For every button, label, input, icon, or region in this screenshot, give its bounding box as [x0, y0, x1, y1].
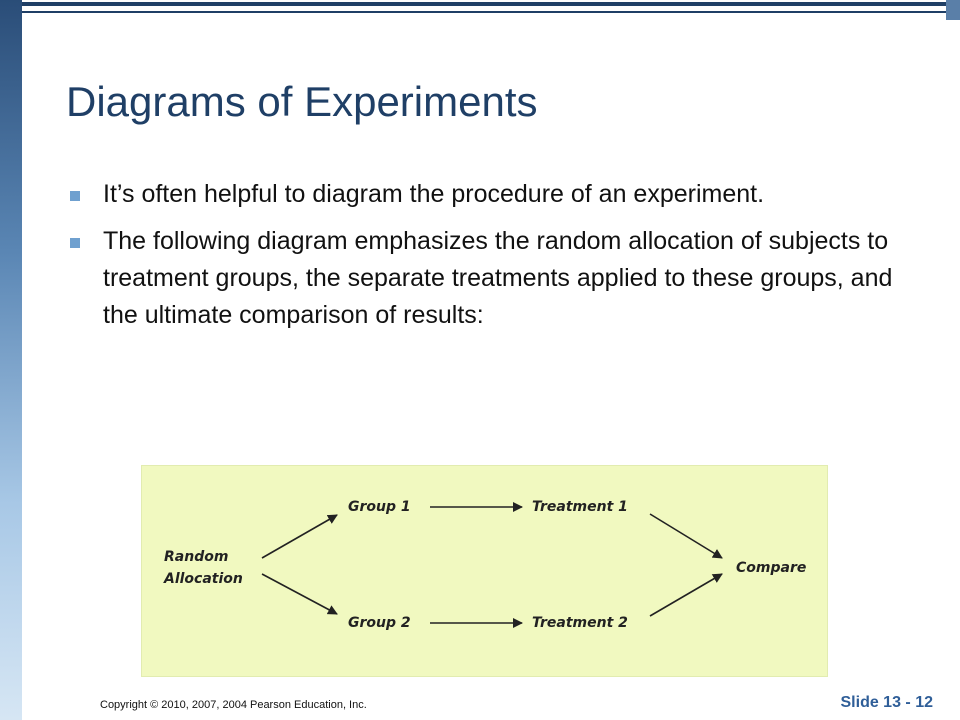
random-label: Random	[164, 549, 228, 565]
treatment1-label: Treatment 1	[532, 499, 628, 515]
arrow-to-group2	[261, 573, 338, 615]
arrow-to-group1	[261, 514, 338, 559]
bullet-item: It’s often helpful to diagram the proced…	[70, 176, 930, 213]
bullet-square-icon	[70, 191, 80, 201]
treatment2-label: Treatment 2	[532, 615, 628, 631]
slide-number: Slide 13 - 12	[840, 694, 934, 711]
bullet-list: It’s often helpful to diagram the proced…	[70, 176, 930, 344]
top-line-thick	[22, 2, 960, 6]
arrow-treatment2-to-compare	[649, 573, 723, 617]
top-line-thin	[22, 11, 960, 13]
slide-title: Diagrams of Experiments	[66, 78, 538, 125]
top-decoration-lines	[22, 0, 960, 22]
experiment-diagram: Random Allocation Group 1 Group 2 Treatm…	[141, 465, 828, 677]
copyright-text: Copyright © 2010, 2007, 2004 Pearson Edu…	[100, 699, 367, 711]
top-corner-block	[946, 0, 960, 20]
left-decoration-bar	[0, 0, 22, 720]
group2-label: Group 2	[348, 615, 411, 631]
group1-label: Group 1	[348, 499, 411, 515]
allocation-label: Allocation	[163, 571, 243, 587]
diagram-svg: Random Allocation Group 1 Group 2 Treatm…	[163, 499, 806, 631]
bullet-item: The following diagram emphasizes the ran…	[70, 223, 930, 334]
arrow-treatment1-to-compare	[649, 513, 723, 559]
compare-label: Compare	[736, 560, 806, 576]
bullet-square-icon	[70, 238, 80, 248]
bullet-text: The following diagram emphasizes the ran…	[103, 227, 893, 329]
bullet-text: It’s often helpful to diagram the proced…	[103, 180, 765, 208]
